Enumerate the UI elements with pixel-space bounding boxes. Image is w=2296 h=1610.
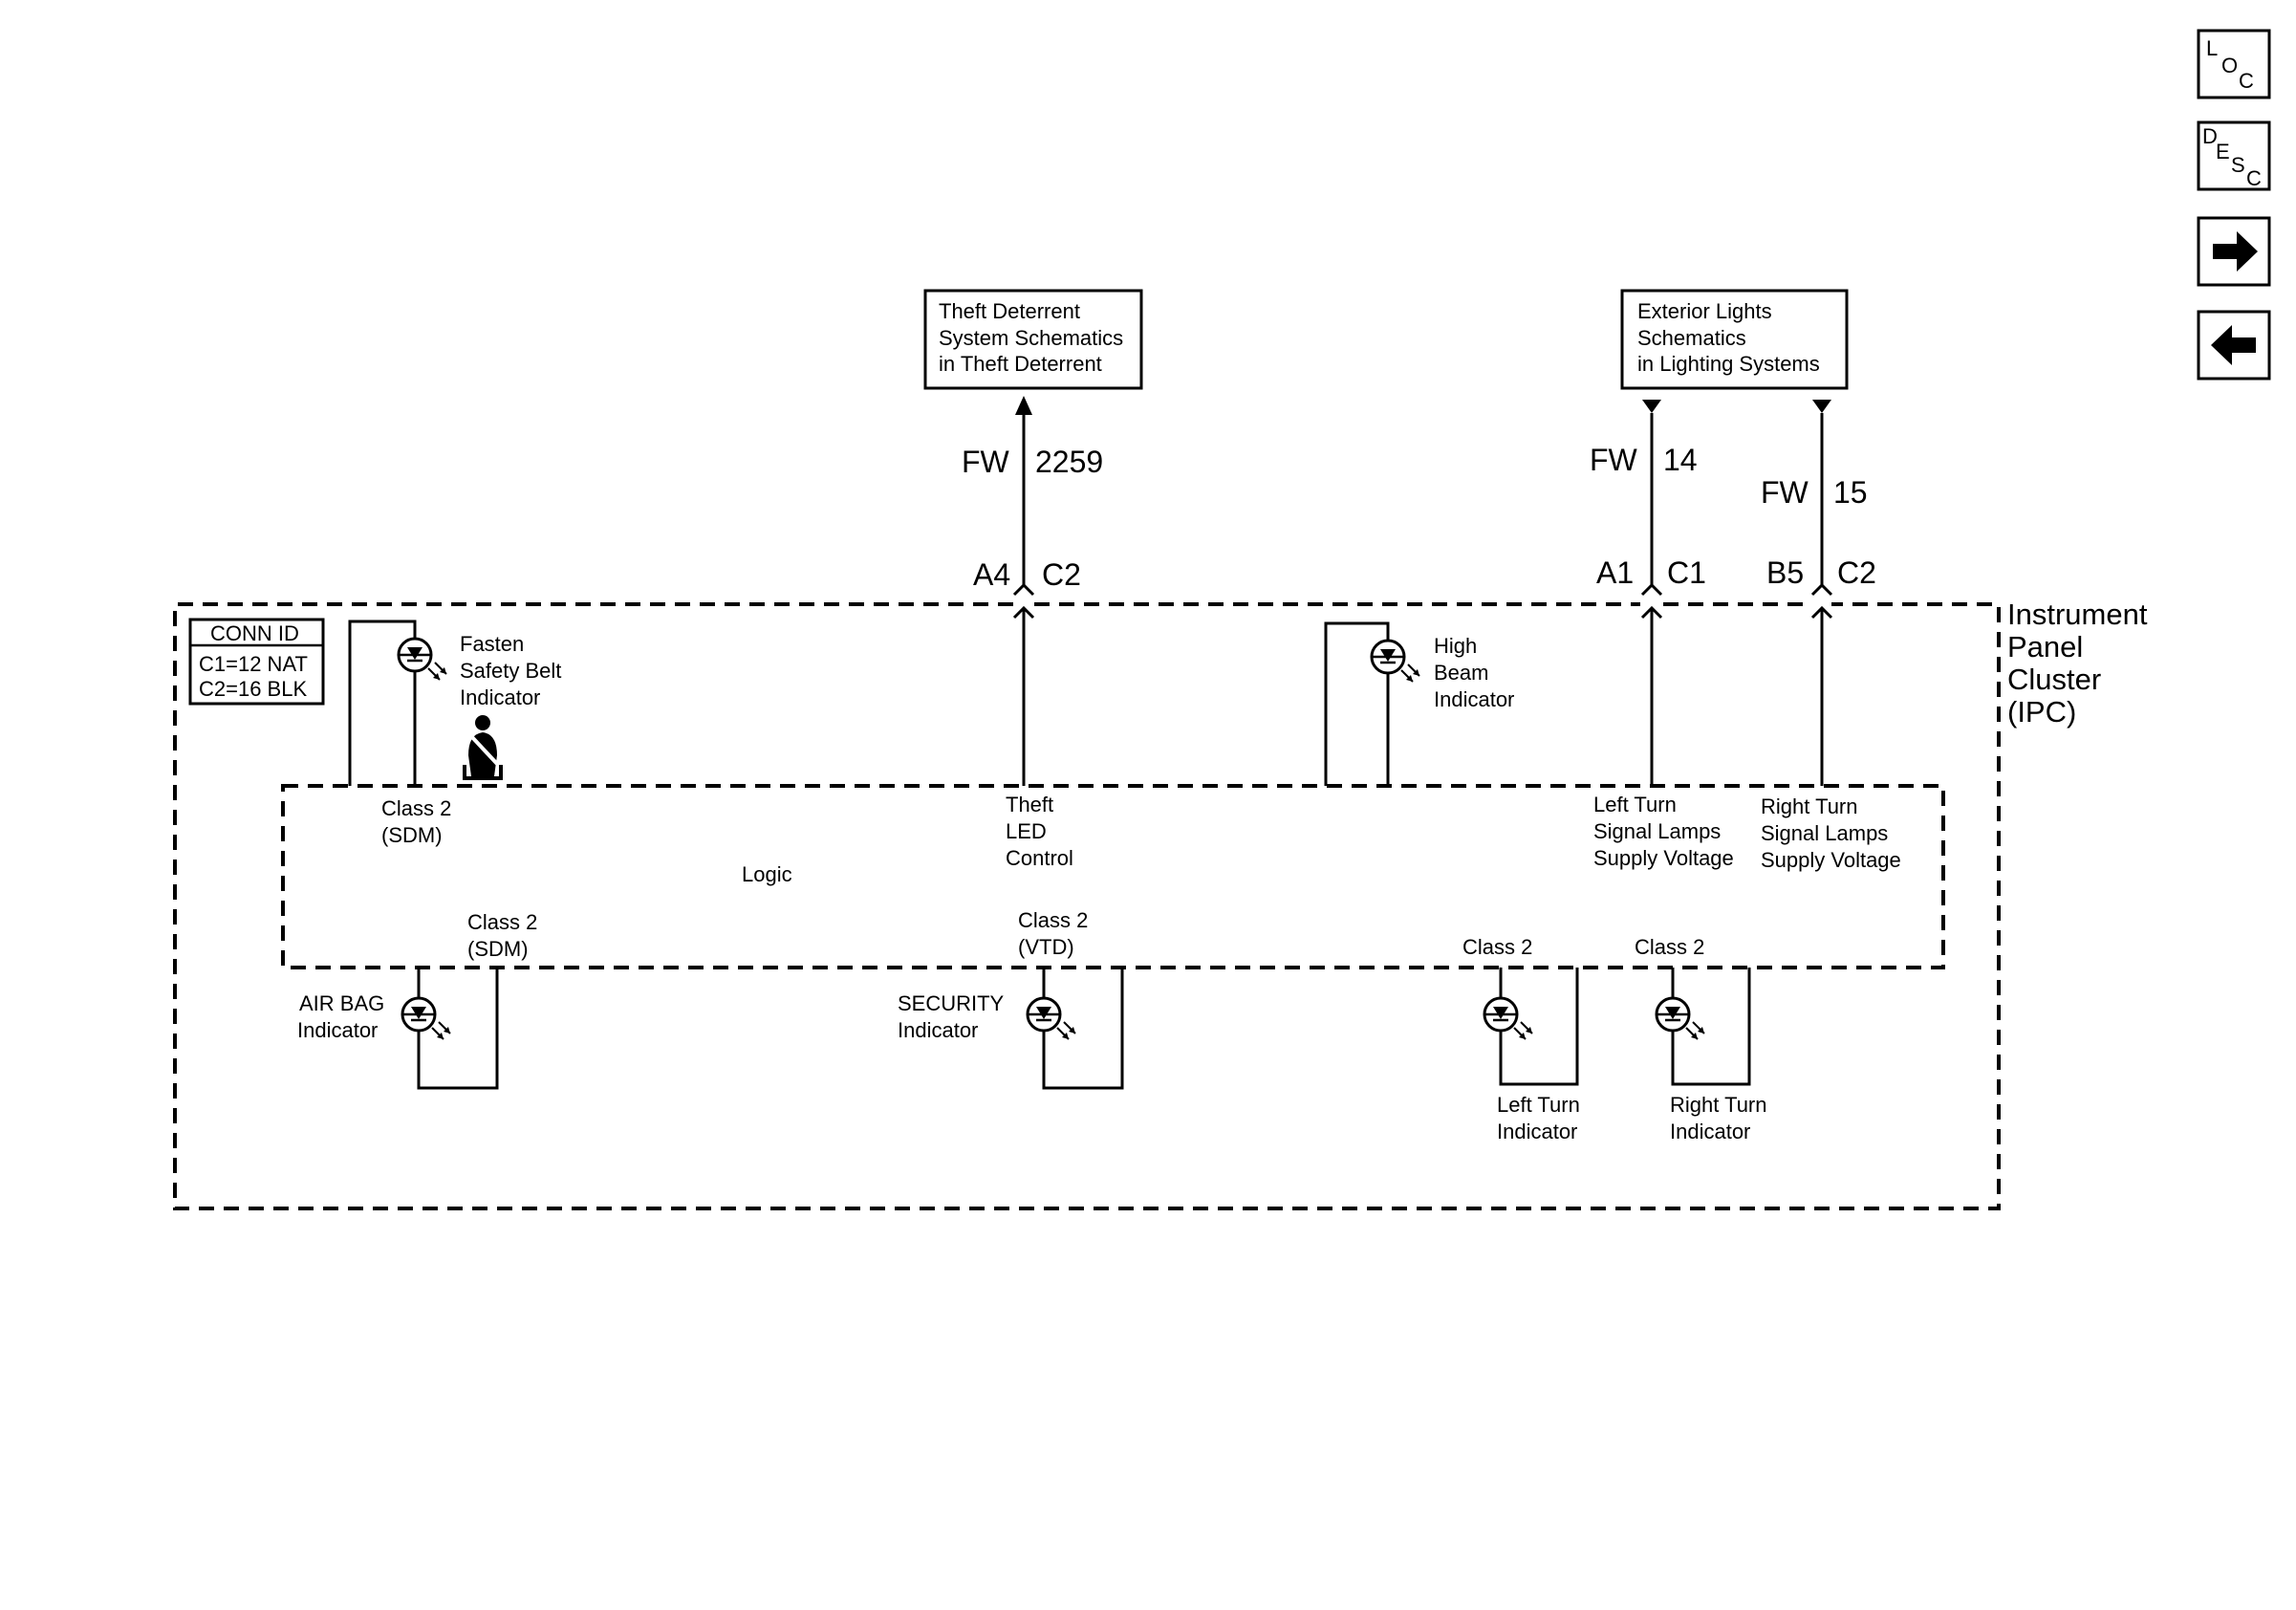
svg-text:Panel: Panel xyxy=(2007,630,2083,664)
pin-label: A4 xyxy=(973,557,1010,592)
ref-line: Schematics xyxy=(1637,326,1746,350)
left-turn-supply-label: Left Turn Signal Lamps Supply Voltage xyxy=(1593,793,1734,870)
wire-color: FW xyxy=(962,445,1010,479)
svg-text:Signal Lamps: Signal Lamps xyxy=(1593,819,1721,843)
theft-led-control-label: Theft LED Control xyxy=(1006,793,1073,870)
svg-text:Supply Voltage: Supply Voltage xyxy=(1761,848,1901,872)
ipc-label: Instrument Panel Cluster (IPC) xyxy=(2007,598,2148,729)
connector-label: C2 xyxy=(1042,557,1081,592)
lamp-icon xyxy=(401,996,452,1041)
lamp-icon xyxy=(1483,996,1534,1041)
svg-text:Indicator: Indicator xyxy=(1497,1120,1577,1143)
conn-id-c1: C1=12 NAT xyxy=(199,652,308,676)
seatbelt-icon xyxy=(463,715,503,780)
svg-text:Left Turn: Left Turn xyxy=(1497,1093,1580,1117)
ref-line: System Schematics xyxy=(939,326,1123,350)
loc-letter-c: C xyxy=(2239,69,2254,93)
ipc-boundary xyxy=(173,602,2001,1210)
arrow-left-icon xyxy=(2211,325,2256,365)
security-indicator: Class 2 (VTD) SECURITY Indicator xyxy=(898,908,1124,1090)
svg-text:Indicator: Indicator xyxy=(297,1018,378,1042)
circuit-number: 2259 xyxy=(1035,445,1103,479)
wire-color: FW xyxy=(1761,475,1809,510)
svg-text:Cluster: Cluster xyxy=(2007,663,2101,696)
svg-text:Class 2: Class 2 xyxy=(1635,935,1704,959)
theft-deterrent-ref-box[interactable]: Theft Deterrent System Schematics in The… xyxy=(923,289,1143,390)
desc-letter-s: S xyxy=(2231,153,2245,177)
svg-text:Supply Voltage: Supply Voltage xyxy=(1593,846,1734,870)
svg-text:Safety Belt: Safety Belt xyxy=(460,659,561,683)
svg-text:High: High xyxy=(1434,634,1477,658)
left-turn-indicator: Class 2 Left Turn Indicator xyxy=(1462,935,1580,1143)
svg-text:Indicator: Indicator xyxy=(460,685,540,709)
svg-text:(SDM): (SDM) xyxy=(467,937,529,961)
connector-label: C2 xyxy=(1837,555,1876,590)
circuit-2259: FW 2259 A4 C2 xyxy=(962,396,1103,786)
ref-line: Exterior Lights xyxy=(1637,299,1772,323)
fasten-safety-belt-indicator: Fasten Safety Belt Indicator Class 2 (SD… xyxy=(348,620,561,847)
circuit-number: 15 xyxy=(1833,475,1868,510)
svg-text:Class 2: Class 2 xyxy=(381,796,451,820)
svg-text:(IPC): (IPC) xyxy=(2007,695,2076,729)
arrow-right-icon xyxy=(2213,231,2258,272)
right-turn-supply-label: Right Turn Signal Lamps Supply Voltage xyxy=(1761,794,1901,872)
loc-button[interactable]: L O C xyxy=(2197,29,2271,99)
ref-line: Theft Deterrent xyxy=(939,299,1080,323)
conn-id-title: CONN ID xyxy=(210,621,299,645)
svg-text:Fasten: Fasten xyxy=(460,632,524,656)
wire-color: FW xyxy=(1590,443,1638,477)
svg-text:Class 2: Class 2 xyxy=(1018,908,1088,932)
svg-text:Beam: Beam xyxy=(1434,661,1488,685)
connector-label: C1 xyxy=(1667,555,1706,590)
ref-line: in Theft Deterrent xyxy=(939,352,1102,376)
svg-text:AIR BAG: AIR BAG xyxy=(299,991,384,1015)
logic-label: Logic xyxy=(742,862,792,886)
desc-letter-e: E xyxy=(2216,140,2230,163)
svg-text:Signal Lamps: Signal Lamps xyxy=(1761,821,1888,845)
pin-label: A1 xyxy=(1596,555,1634,590)
svg-text:Left Turn: Left Turn xyxy=(1593,793,1677,816)
svg-text:Indicator: Indicator xyxy=(1434,687,1514,711)
circuit-14: FW 14 A1 C1 xyxy=(1590,400,1706,786)
loc-letter-l: L xyxy=(2206,36,2218,60)
svg-text:LED: LED xyxy=(1006,819,1047,843)
svg-text:(VTD): (VTD) xyxy=(1018,935,1074,959)
lamp-icon xyxy=(397,637,448,682)
desc-letter-d: D xyxy=(2202,124,2218,148)
logic-box xyxy=(281,784,1945,969)
svg-text:Class 2: Class 2 xyxy=(467,910,537,934)
lamp-icon xyxy=(1026,996,1077,1041)
svg-text:Control: Control xyxy=(1006,846,1073,870)
loc-letter-o: O xyxy=(2221,54,2238,77)
conn-id-c2: C2=16 BLK xyxy=(199,677,307,701)
conn-id-box: CONN ID C1=12 NAT C2=16 BLK xyxy=(188,618,325,706)
prev-button[interactable] xyxy=(2197,310,2271,381)
lamp-icon xyxy=(1655,996,1706,1041)
high-beam-indicator: High Beam Indicator xyxy=(1324,621,1514,786)
svg-text:Indicator: Indicator xyxy=(1670,1120,1750,1143)
desc-letter-c: C xyxy=(2246,166,2262,190)
exterior-lights-ref-box[interactable]: Exterior Lights Schematics in Lighting S… xyxy=(1620,289,1849,390)
svg-text:Class 2: Class 2 xyxy=(1462,935,1532,959)
pin-label: B5 xyxy=(1766,555,1804,590)
desc-button[interactable]: D E S C xyxy=(2197,120,2271,191)
next-button[interactable] xyxy=(2197,216,2271,287)
svg-text:(SDM): (SDM) xyxy=(381,823,443,847)
circuit-15: FW 15 B5 C2 xyxy=(1761,400,1876,786)
svg-text:Indicator: Indicator xyxy=(898,1018,978,1042)
right-turn-indicator: Class 2 Right Turn Indicator xyxy=(1635,935,1767,1143)
air-bag-indicator: Class 2 (SDM) AIR BAG Indicator xyxy=(297,910,537,1090)
svg-text:Right Turn: Right Turn xyxy=(1761,794,1858,818)
lamp-icon xyxy=(1370,639,1421,684)
svg-text:SECURITY: SECURITY xyxy=(898,991,1005,1015)
circuit-number: 14 xyxy=(1663,443,1698,477)
svg-text:Right Turn: Right Turn xyxy=(1670,1093,1767,1117)
svg-text:Instrument: Instrument xyxy=(2007,598,2148,631)
svg-text:Theft: Theft xyxy=(1006,793,1053,816)
ref-line: in Lighting Systems xyxy=(1637,352,1820,376)
